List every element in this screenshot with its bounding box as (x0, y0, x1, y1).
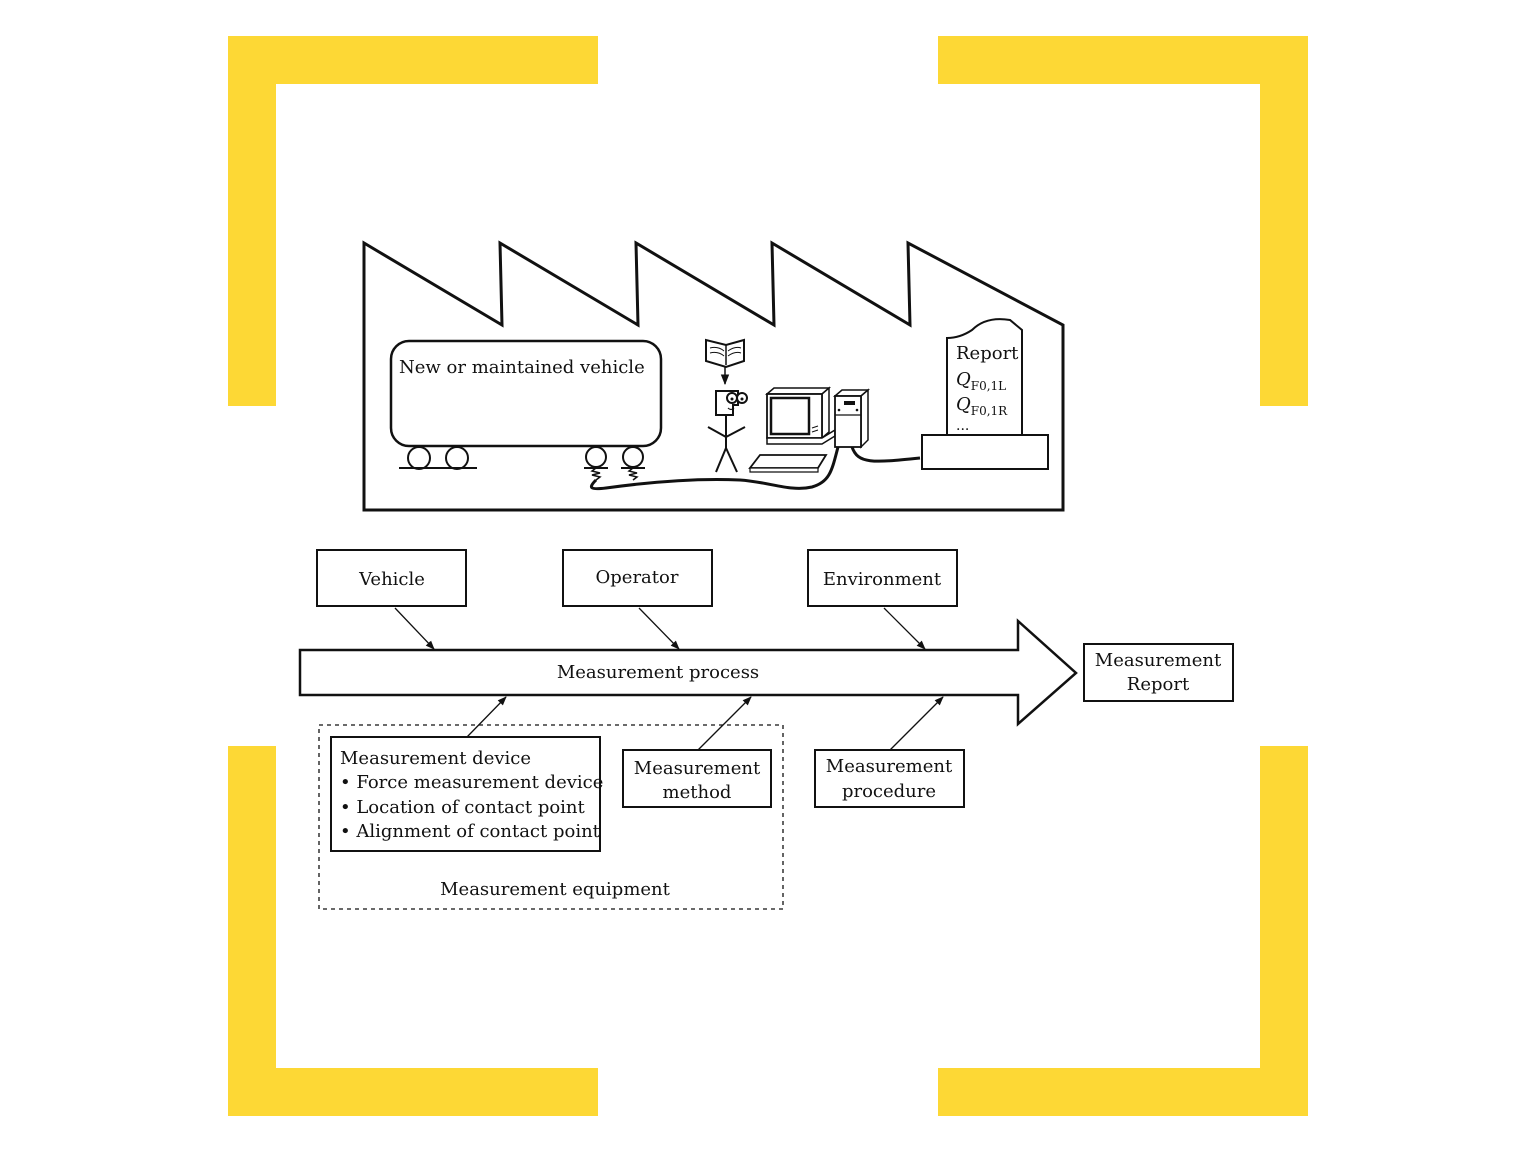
report-value-1: QF0,1L (956, 369, 1006, 393)
input-box-environment (807, 549, 958, 607)
device-title: Measurement device (340, 748, 531, 769)
frame-corner-top-left-h (228, 36, 598, 84)
computer-monitor-icon (764, 386, 836, 445)
report-value-1-subscript: F0,1L (971, 379, 1006, 393)
procedure-label-line2: procedure (842, 781, 936, 802)
device-bullet-1: • Force measurement device (340, 772, 603, 793)
procedure-label-line1: Measurement (826, 756, 953, 777)
report-value-2: QF0,1R (956, 394, 1008, 418)
factory-illustration: New or maintained vehicle (362, 240, 1065, 512)
report-ellipsis: ... (956, 418, 969, 434)
input-label-vehicle: Vehicle (358, 569, 425, 590)
equipment-group-boundary (318, 724, 784, 910)
frame-corner-bottom-left-v (228, 746, 276, 1116)
arrow-environment (883, 607, 926, 650)
procedure-box (814, 749, 965, 808)
frame-corner-bottom-right-h (938, 1068, 1308, 1116)
input-label-environment: Environment (823, 569, 942, 590)
method-label-line1: Measurement (634, 758, 761, 779)
operator-stick-figure-icon (707, 390, 748, 473)
process-diagram: Measurement process Measurement Report V… (298, 549, 1234, 910)
cable-icon (589, 446, 921, 491)
device-bullet-2-text: Location of contact point (356, 797, 585, 818)
arrow-operator (638, 607, 680, 650)
frame-corner-top-right-h (938, 36, 1308, 84)
vehicle-label: New or maintained vehicle (399, 357, 645, 378)
input-box-operator (562, 549, 713, 607)
frame-corner-bottom-left-h (228, 1068, 598, 1116)
report-value-2-symbol: Q (956, 394, 971, 415)
device-bullet-3: • Alignment of contact point (340, 821, 601, 842)
factory-outline-icon (362, 240, 1065, 512)
output-report-box (1083, 643, 1234, 702)
report-value-1-symbol: Q (956, 369, 971, 390)
bullet-icon: • (340, 772, 356, 793)
arrow-device (466, 696, 507, 738)
input-label-operator: Operator (596, 567, 679, 588)
manual-book-icon (705, 338, 745, 386)
arrow-method (697, 696, 752, 751)
output-report-label-line1: Measurement (1095, 650, 1222, 671)
rail-vehicle-icon (389, 339, 663, 481)
arrow-vehicle (394, 607, 435, 650)
frame-corner-top-right-v (1260, 36, 1308, 406)
frame-corner-bottom-right-v (1260, 746, 1308, 1116)
device-bullet-3-text: Alignment of contact point (355, 821, 600, 842)
input-box-vehicle (316, 549, 467, 607)
device-bullet-1-text: Force measurement device (356, 772, 603, 793)
method-label-line2: method (663, 782, 732, 803)
process-label: Measurement process (557, 662, 759, 683)
arrow-procedure (889, 696, 944, 751)
bullet-icon: • (340, 821, 356, 842)
keyboard-icon (748, 454, 828, 473)
method-box (622, 749, 772, 808)
process-arrow (298, 618, 1078, 727)
report-value-2-subscript: F0,1R (971, 404, 1008, 418)
equipment-group-label: Measurement equipment (440, 879, 671, 900)
computer-tower-icon (832, 388, 871, 449)
device-box (330, 736, 601, 852)
report-title: Report (956, 343, 1019, 364)
frame-corner-top-left-v (228, 36, 276, 406)
device-bullet-2: • Location of contact point (340, 797, 586, 818)
report-tombstone-icon (921, 318, 1049, 470)
output-report-label-line2: Report (1127, 674, 1190, 695)
bullet-icon: • (340, 797, 356, 818)
